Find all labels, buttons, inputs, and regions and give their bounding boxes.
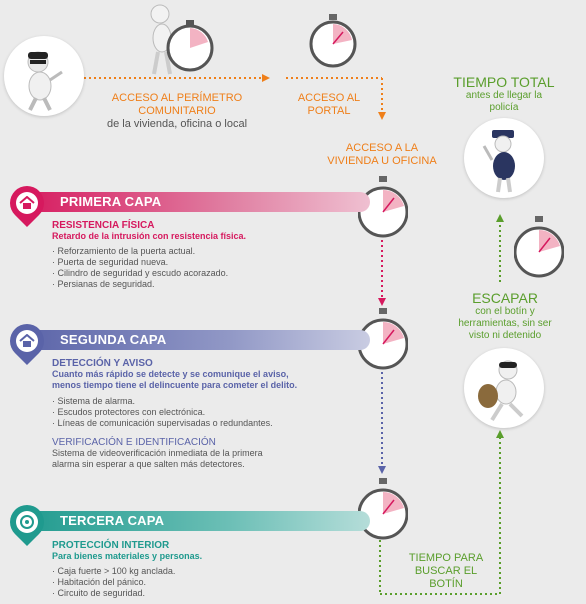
- tiempo-total-block: TIEMPO TOTAL antes de llegar la policía: [432, 74, 576, 114]
- flow-perimetro-label: ACCESO AL PERÍMETRO COMUNITARIO de la vi…: [92, 92, 262, 131]
- capa1-list: Reforzamiento de la puerta actual. Puert…: [52, 246, 352, 290]
- capa2-verif-heading: VERIFICACIÓN E IDENTIFICACIÓN: [52, 437, 216, 448]
- stopwatch-icon: [357, 476, 409, 547]
- portal-line1: ACCESO AL: [297, 92, 361, 104]
- escapar-sub3: visto ni detenido: [468, 330, 542, 341]
- list-item: Caja fuerte > 100 kg anclada.: [52, 566, 352, 577]
- capa3-heading: PROTECCIÓN INTERIOR: [52, 540, 170, 551]
- tiempo-total-title: TIEMPO TOTAL: [453, 74, 555, 90]
- list-item: Persianas de seguridad.: [52, 279, 352, 290]
- tiempo-total-sub1: antes de llegar la: [465, 90, 543, 101]
- escaping-thief-illustration: [464, 348, 544, 428]
- capa1-heading: RESISTENCIA FÍSICA: [52, 220, 155, 231]
- stopwatch-icon: [513, 214, 565, 285]
- capa2-content: DETECCIÓN Y AVISO Cuanto más rápido se d…: [52, 358, 362, 470]
- capa1-content: RESISTENCIA FÍSICA Retardo de la intrusi…: [52, 220, 352, 290]
- capa2-verif-text1: Sistema de videoverificación inmediata d…: [52, 448, 263, 458]
- house-signal-icon: [16, 330, 38, 352]
- list-item: Habitación del pánico.: [52, 577, 352, 588]
- flow-portal-label: ACCESO AL PORTAL: [284, 92, 374, 118]
- capa3-subheading: Para bienes materiales y personas.: [52, 551, 203, 561]
- capa1-pin: [2, 178, 52, 228]
- flow-vivienda-label: ACCESO A LA VIVIENDA U OFICINA: [312, 142, 452, 168]
- list-item: Sistema de alarma.: [52, 396, 362, 407]
- capa2-subheading1: Cuanto más rápido se detecte y se comuni…: [52, 369, 289, 379]
- list-item: Reforzamiento de la puerta actual.: [52, 246, 352, 257]
- capa2-band: SEGUNDA CAPA: [18, 330, 370, 350]
- list-item: Puerta de seguridad nueva.: [52, 257, 352, 268]
- police-illustration: [464, 118, 544, 198]
- vivienda-line2: VIVIENDA U OFICINA: [327, 155, 437, 167]
- perimetro-line2: COMUNITARIO: [138, 105, 216, 117]
- escapar-sub2: herramientas, sin ser: [458, 318, 552, 329]
- buscar-botin-block: TIEMPO PARA BUSCAR EL BOTÍN: [394, 552, 498, 591]
- list-item: Cilindro de seguridad y escudo acorazado…: [52, 268, 352, 279]
- capa3-content: PROTECCIÓN INTERIOR Para bienes material…: [52, 540, 352, 599]
- vivienda-line1: ACCESO A LA: [345, 142, 419, 154]
- capa3-list: Caja fuerte > 100 kg anclada. Habitación…: [52, 566, 352, 599]
- capa2-pin: [2, 316, 52, 366]
- capa1-band: PRIMERA CAPA: [18, 192, 370, 212]
- list-item: Líneas de comunicación supervisadas o re…: [52, 418, 362, 429]
- perimetro-line1: ACCESO AL PERÍMETRO: [111, 92, 243, 104]
- perimetro-sub: de la vivienda, oficina o local: [106, 118, 248, 130]
- list-item: Circuito de seguridad.: [52, 588, 352, 599]
- list-item: Escudos protectores con electrónica.: [52, 407, 362, 418]
- capa2-heading: DETECCIÓN Y AVISO: [52, 358, 153, 369]
- tiempo-total-sub2: policía: [489, 102, 519, 113]
- escapar-sub1: con el botín y: [475, 306, 535, 317]
- capa3-pin: [2, 497, 52, 547]
- capa2-verif-text2: alarma sin esperar a que salten más dete…: [52, 459, 245, 469]
- thief-illustration: [4, 36, 84, 116]
- house-lock-icon: [16, 192, 38, 214]
- capa2-subheading2: menos tiempo tiene el delincuente para c…: [52, 380, 298, 390]
- buscar-line3: BOTÍN: [429, 578, 463, 590]
- escapar-title: ESCAPAR: [472, 290, 538, 306]
- portal-line2: PORTAL: [307, 105, 351, 117]
- thief-with-stopwatch-illustration: [144, 2, 216, 78]
- capa1-label: PRIMERA CAPA: [60, 194, 162, 209]
- stopwatch-icon: [308, 12, 358, 73]
- capa2-label: SEGUNDA CAPA: [60, 332, 167, 347]
- capa2-list: Sistema de alarma. Escudos protectores c…: [52, 396, 362, 429]
- buscar-line1: TIEMPO PARA: [408, 552, 484, 564]
- capa3-band: TERCERA CAPA: [18, 511, 370, 531]
- escapar-block: ESCAPAR con el botín y herramientas, sin…: [440, 290, 570, 342]
- capa3-label: TERCERA CAPA: [60, 513, 165, 528]
- buscar-line2: BUSCAR EL: [414, 565, 478, 577]
- safe-icon: [16, 511, 38, 533]
- capa1-subheading: Retardo de la intrusión con resistencia …: [52, 231, 247, 241]
- stopwatch-icon: [357, 174, 409, 245]
